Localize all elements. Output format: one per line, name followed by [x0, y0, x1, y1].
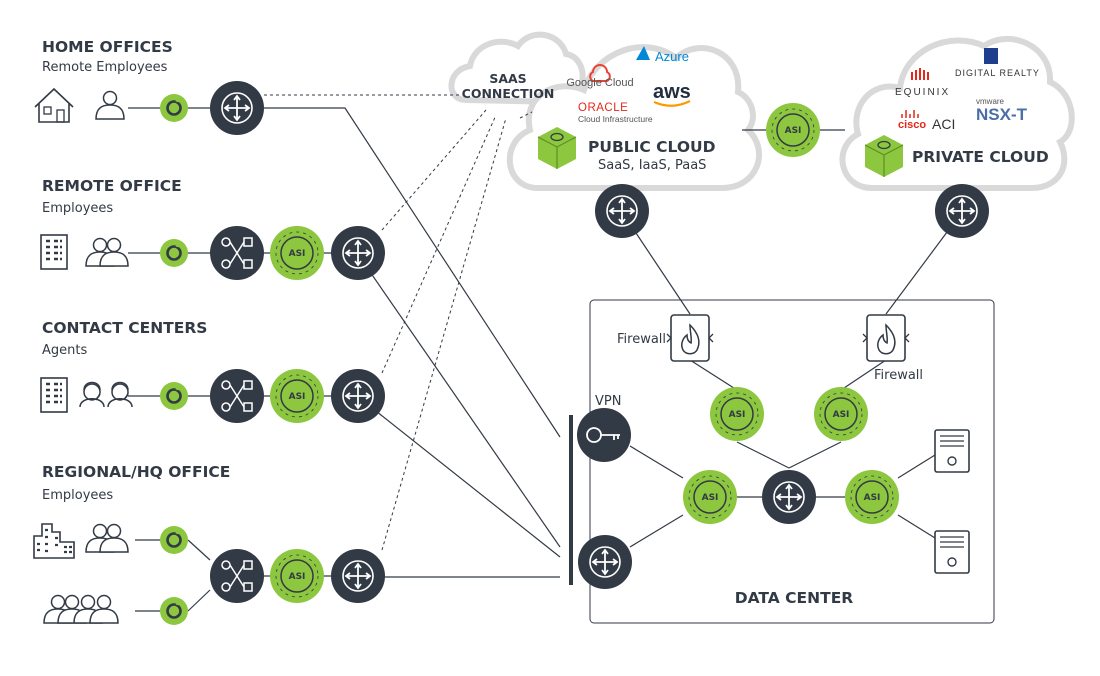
router-icon-remote [330, 225, 386, 281]
site-title-home-offices: HOME OFFICES [42, 38, 173, 56]
router-icon-public-cloud [594, 183, 650, 239]
equinix-logo: EQUINIX [895, 68, 950, 98]
digital-realty-logo: DIGITAL REALTY [955, 48, 1040, 78]
aci-label: ACI [932, 116, 955, 132]
asi-icon-dc-upper-right: ASI [814, 387, 868, 441]
vpn-label: VPN [595, 394, 621, 409]
switch-icon-remote [209, 225, 265, 281]
oracle-label: ORACLE [578, 102, 628, 114]
firewall-label-left: Firewall [617, 332, 666, 347]
server-icon-top [934, 429, 970, 473]
google-cloud-logo: Google Cloud [566, 64, 634, 89]
connection-lines [128, 94, 963, 612]
aws-label: aws [653, 81, 691, 103]
agent-icon-home [158, 92, 190, 124]
cisco-aci-logo: cisco ACI [898, 110, 955, 132]
azure-label: Azure [655, 49, 689, 64]
asi-icon-dc-right: ASI [845, 470, 899, 524]
router-icon-contact [330, 368, 386, 424]
azure-logo: Azure [636, 46, 689, 64]
vmware-label: vmware [976, 97, 1005, 106]
agent-icon-hq-1 [158, 524, 190, 556]
asi-icon-dc-left: ASI [683, 470, 737, 524]
firewall-label-right: Firewall [874, 368, 923, 383]
headset-agents-icon [79, 381, 133, 408]
city-buildings-icon [33, 523, 75, 559]
house-icon [34, 87, 74, 123]
asi-icon-remote: ASI [270, 226, 324, 280]
site-title-contact-centers: CONTACT CENTERS [42, 319, 207, 337]
firewall-icon-left [666, 314, 714, 362]
people-icon [85, 237, 129, 267]
public-cloud-title: PUBLIC CLOUD [588, 138, 716, 156]
svg-text:ASI: ASI [289, 572, 306, 582]
router-icon-home [209, 80, 265, 136]
svg-text:ASI: ASI [833, 410, 850, 420]
saas-title-line1: SAAS [489, 71, 526, 86]
vmware-nsx-logo: vmware NSX-T [976, 97, 1028, 124]
digital-realty-label: DIGITAL REALTY [955, 68, 1040, 78]
switch-icon-contact [209, 368, 265, 424]
svg-text:ASI: ASI [785, 126, 802, 136]
building-icon [40, 234, 68, 270]
vpn-key-icon [577, 408, 631, 462]
building-icon-contact [40, 377, 68, 413]
site-subtitle-contact-centers: Agents [42, 343, 87, 358]
google-cloud-label: Google Cloud [566, 77, 633, 89]
router-icon-dc-core [761, 469, 817, 525]
router-icon-hq [330, 548, 386, 604]
person-icon [95, 90, 125, 120]
asi-icon-cloud-link: ASI [766, 103, 820, 157]
private-cloud-title: PRIVATE CLOUD [912, 148, 1049, 166]
crowd-icon-hq [43, 594, 119, 624]
data-center-title: DATA CENTER [735, 589, 854, 607]
oracle-logo: ORACLE Cloud Infrastructure [578, 102, 653, 124]
people-icon-hq [85, 523, 129, 553]
server-icon-bottom [934, 530, 970, 574]
asi-icon-contact: ASI [270, 369, 324, 423]
svg-text:ASI: ASI [289, 392, 306, 402]
asi-icon-dc-upper-left: ASI [710, 387, 764, 441]
data-center-box [589, 299, 995, 624]
site-title-remote-office: REMOTE OFFICE [42, 177, 182, 195]
public-cloud-subtitle: SaaS, IaaS, PaaS [598, 158, 706, 173]
site-title-regional-hq: REGIONAL/HQ OFFICE [42, 463, 230, 481]
site-subtitle-home-offices: Remote Employees [42, 60, 168, 75]
aws-logo: aws [653, 81, 691, 107]
svg-text:ASI: ASI [289, 249, 306, 259]
agent-icon-remote [158, 237, 190, 269]
saas-title-line2: CONNECTION [462, 86, 555, 101]
equinix-label: EQUINIX [895, 87, 950, 98]
switch-icon-hq [209, 548, 265, 604]
svg-text:ASI: ASI [729, 410, 746, 420]
cisco-label: cisco [898, 119, 926, 131]
agent-icon-contact [158, 380, 190, 412]
svg-text:ASI: ASI [864, 493, 881, 503]
site-subtitle-remote-office: Employees [42, 201, 113, 216]
asi-icon-hq: ASI [270, 549, 324, 603]
saas-cloud [448, 31, 586, 106]
firewall-icon-right [862, 314, 910, 362]
oracle-sub-label: Cloud Infrastructure [578, 114, 653, 124]
agent-icon-hq-2 [158, 595, 190, 627]
svg-text:ASI: ASI [702, 493, 719, 503]
router-icon-private-cloud [934, 183, 990, 239]
site-subtitle-regional-hq: Employees [42, 488, 113, 503]
nsx-label: NSX-T [976, 105, 1028, 124]
router-icon-dc-edge [577, 534, 633, 590]
